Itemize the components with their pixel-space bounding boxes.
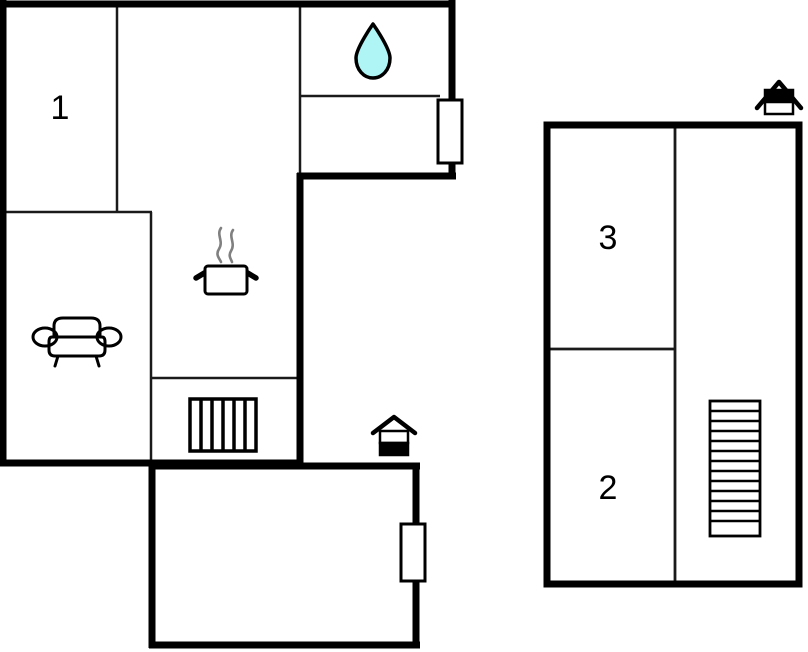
house-entrance-icon bbox=[370, 414, 418, 457]
house-entrance-icon bbox=[754, 79, 804, 116]
steam-lines bbox=[216, 226, 235, 264]
cooking-pot-icon bbox=[193, 226, 259, 296]
staircase-icon bbox=[708, 399, 762, 538]
sofa-icon bbox=[31, 316, 123, 368]
sofa-backrest bbox=[52, 316, 102, 339]
window-icon bbox=[399, 522, 427, 583]
radiator-icon bbox=[188, 397, 258, 453]
radiator-bars bbox=[199, 399, 247, 451]
staircase-frame bbox=[708, 399, 762, 538]
steam-right bbox=[228, 228, 235, 264]
sofa-leg-right bbox=[94, 354, 101, 368]
entrance-roof bbox=[370, 414, 418, 436]
room-number-3: 3 bbox=[599, 219, 618, 257]
window-frame-lower bbox=[399, 522, 427, 583]
sofa-arm-left bbox=[31, 326, 59, 348]
sofa-arm-right bbox=[95, 326, 123, 348]
sofa-leg-left bbox=[53, 354, 60, 368]
pot-body bbox=[203, 264, 249, 296]
room-number-1: 1 bbox=[51, 89, 70, 127]
entrance-door-pane bbox=[763, 88, 795, 104]
steam-left bbox=[216, 226, 223, 264]
window-frame-upper bbox=[436, 98, 464, 165]
water-drop-icon bbox=[354, 22, 392, 80]
annex-outline bbox=[543, 121, 803, 588]
main-building-interior-walls bbox=[5, 5, 440, 463]
annex-interior-walls bbox=[546, 124, 677, 586]
water-drop-shape bbox=[354, 22, 392, 80]
window-icon bbox=[436, 98, 464, 165]
entrance-window-pane bbox=[763, 100, 795, 116]
entrance-window-pane bbox=[378, 429, 410, 445]
annex-building: 3 2 bbox=[543, 121, 803, 588]
staircase-steps bbox=[710, 409, 760, 523]
annex-exterior-walls bbox=[543, 121, 803, 588]
sofa-seat bbox=[47, 335, 107, 358]
terrace-walls bbox=[148, 462, 420, 649]
entrance-door-pane bbox=[378, 441, 410, 457]
room-number-2: 2 bbox=[599, 469, 618, 507]
main-building: 1 bbox=[0, 0, 456, 649]
